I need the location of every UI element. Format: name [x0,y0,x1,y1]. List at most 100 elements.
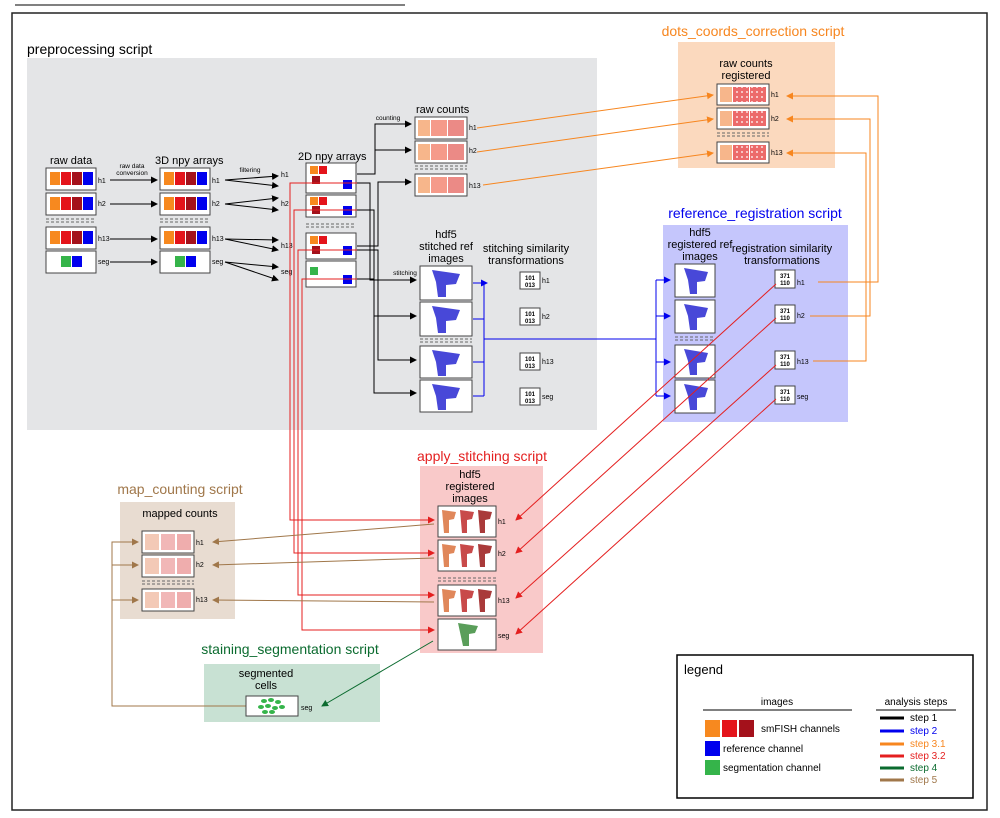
stitch-matrix-h1-label: h1 [542,278,550,285]
reg-counts-h2-label: h2 [771,116,779,123]
legend-smfish-label: smFISH channels [761,724,840,735]
outer-frame [11,12,988,811]
legend-reference-label: reference channel [723,744,803,755]
reg-matrix-seg-r1: 371 [780,390,791,396]
hdf5-regref-heading-2: registered ref [668,239,734,251]
legend-step1-label: step 1 [910,713,938,724]
reg-matrix-seg-r2: 110 [780,397,790,403]
reg-counts-h13-label: h13 [771,150,783,157]
raw-h13-label: h13 [98,236,110,243]
legend-reference-swatch [705,741,720,756]
segmented-cells-box [245,695,299,717]
mapped-counts-stack [141,530,195,612]
legend-step4-label: step 4 [910,763,938,774]
npy2d-heading: 2D npy arrays [298,151,367,163]
hdf5-regref-heading-1: hdf5 [689,227,710,239]
npy2d-seg-label: seg [281,269,292,276]
raw-data-heading: raw data [50,155,93,167]
stitch-matrix-h2-r1: 101 [525,312,536,318]
registered-counts-stack [716,83,770,164]
raw-counts-h13-label: h13 [469,183,481,190]
raw-counts-h2-label: h2 [469,148,477,155]
npy2d-h2-label: h2 [281,201,289,208]
reg-matrix-h1-r2: 110 [780,281,790,287]
stitched-ref-images [419,265,473,413]
regimg-h13-label: h13 [498,598,510,605]
legend-segmentation-swatch [705,760,720,775]
npy3d-stack [159,167,211,274]
raw-h1-label: h1 [98,178,106,185]
stitch-matrix-h2-label: h2 [542,314,550,321]
raw-conversion-label-1: raw data [120,163,145,170]
stitch-sim-heading-1: stitching similarity [483,243,570,255]
reg-matrix-seg-label: seg [797,394,808,401]
mapped-h2-label: h2 [196,562,204,569]
reg-matrix-h13-label: h13 [797,359,809,366]
legend-step31-label: step 3.1 [910,739,946,750]
legend-step32-label: step 3.2 [910,751,946,762]
stitch-matrix-h2-r2: 013 [525,319,536,325]
npy2d-stack [305,162,357,288]
regimg-h1-label: h1 [498,519,506,526]
hdf5-regimg-heading-1: hdf5 [459,469,480,481]
reg-matrix-h2-r1: 371 [780,309,791,315]
hdf5-regref-heading-3: images [682,251,718,263]
legend-step-lines [880,716,904,782]
reg-matrix-h13-r1: 371 [780,355,791,361]
stitch-matrix-seg-r2: 013 [525,399,536,405]
raw-counts-reg-heading-2: registered [722,70,771,82]
legend-steps-header: analysis steps [885,697,948,708]
mapped-h13-label: h13 [196,597,208,604]
step5-arrows [111,523,435,707]
raw-h2-label: h2 [98,201,106,208]
preprocessing-title: preprocessing script [27,41,152,57]
step32-arrows [289,182,777,635]
legend-smfish-swatches [705,720,754,737]
npy3d-seg-label: seg [212,259,223,266]
counting-label: counting [376,115,401,122]
npy3d-heading: 3D npy arrays [155,155,224,167]
stitch-matrix-h13-label: h13 [542,359,554,366]
npy3d-h2-label: h2 [212,201,220,208]
reg-matrix-h1-r1: 371 [780,274,791,280]
raw-counts-h1-label: h1 [469,125,477,132]
step31-arrows [476,92,879,362]
npy2d-h13-label: h13 [281,243,293,250]
step1-counting-arrows [357,120,412,247]
hdf5-regimg-heading-2: registered [446,481,495,493]
stitch-matrices [519,271,541,406]
stitch-matrix-seg-label: seg [542,394,553,401]
apply-stitching-title: apply_stitching script [417,448,547,464]
step1-stitching-arrows [357,182,417,397]
stitching-label: stitching [393,270,417,277]
map-counting-title: map_counting script [117,481,242,497]
hdf5-regimg-heading-3: images [452,493,488,505]
mapped-counts-heading: mapped counts [142,508,218,520]
regimg-h2-label: h2 [498,551,506,558]
legend-segmentation-label: segmentation channel [723,763,821,774]
staining-segmentation-title: staining_segmentation script [201,641,379,657]
legend-images-header: images [761,697,793,708]
stitch-matrix-h13-r1: 101 [525,357,536,363]
npy3d-h1-label: h1 [212,178,220,185]
stitch-matrix-seg-r1: 101 [525,392,536,398]
reg-matrix-h13-r2: 110 [780,362,790,368]
regimg-seg-label: seg [498,633,509,640]
hdf5-stitched-heading-1: hdf5 [435,229,456,241]
registration-matrices [774,269,796,405]
npy2d-h1-label: h1 [281,172,289,179]
raw-counts-reg-heading-1: raw counts [719,58,773,70]
raw-seg-label: seg [98,259,109,266]
registered-ref-images [674,263,716,414]
dots-correction-title: dots_coords_correction script [662,23,845,39]
mapped-h1-label: h1 [196,540,204,547]
reg-sim-heading-2: transformations [744,255,820,267]
reg-sim-heading-1: registration similarity [732,243,833,255]
step1-filtering-arrows [224,172,279,282]
raw-conversion-label-2: conversion [116,170,148,177]
step1-raw-to-3d-arrows [110,176,158,266]
stitch-matrix-h1-r1: 101 [525,276,536,282]
reference-registration-title: reference_registration script [668,205,842,221]
raw-counts-heading: raw counts [416,104,470,116]
